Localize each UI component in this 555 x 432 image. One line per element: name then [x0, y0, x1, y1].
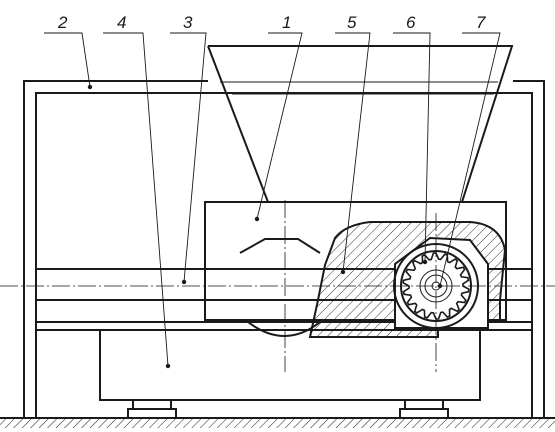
- center-lines: [0, 200, 555, 372]
- ground: [0, 417, 555, 428]
- hopper: [207, 45, 514, 203]
- callout-3: 3: [183, 13, 193, 32]
- callout-7: 7: [476, 13, 486, 32]
- leader-lines: [44, 32, 501, 369]
- support-feet: [127, 399, 449, 419]
- callout-1: 1: [282, 13, 291, 32]
- callout-2: 2: [57, 13, 68, 32]
- callout-6: 6: [406, 13, 416, 32]
- callout-labels: 2 4 3 1 5 6 7: [57, 13, 486, 32]
- callout-4: 4: [117, 13, 126, 32]
- gear-teeth: [402, 252, 470, 320]
- callout-5: 5: [347, 13, 357, 32]
- base: [99, 329, 481, 401]
